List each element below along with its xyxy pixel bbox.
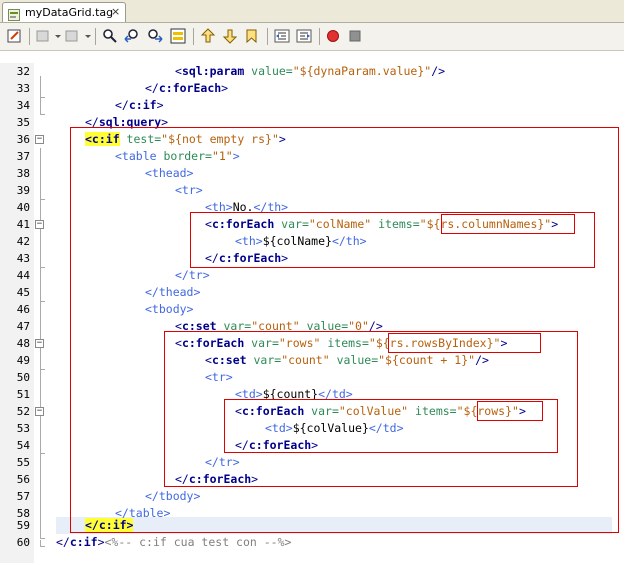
code-line-56: 56 </c:forEach> [16,472,259,486]
code-editor[interactable]: 32 <sql:param value="${dynaParam.value}"… [0,51,624,563]
code-line-40: 40 <th>No.</th> [16,200,289,214]
shift-left-icon[interactable] [273,27,291,45]
annotation-box-rows-loop [164,331,578,487]
fold-collapse-icon[interactable]: − [35,338,44,348]
toggle-bookmark-icon[interactable] [243,27,261,45]
line-number-gutter [0,63,34,563]
code-line-32: 32 <sql:param value="${dynaParam.value}"… [16,64,446,78]
fold-collapse-icon[interactable]: − [35,134,44,144]
annotation-box-cif [70,127,619,533]
fold-collapse-icon[interactable]: − [35,219,44,229]
back-icon[interactable] [34,27,52,45]
code-line-44: 44 </tr> [16,268,210,282]
tab-mydatagrid-tag[interactable]: myDataGrid.tag × [2,2,126,22]
code-line-48: 48 − <c:forEach var="rows" items="${rs.r… [16,336,508,350]
code-line-35: 35 </sql:query> [16,115,169,129]
code-line-47: 47 <c:set var="count" value="0"/> [16,319,383,333]
code-line-60: 60 </c:if><%-- c:if cua test con --%> [16,535,292,549]
start-macro-icon[interactable] [324,27,342,45]
code-line-45: 45 </thead> [16,285,201,299]
code-line-57: 57 </tbody> [16,489,201,503]
code-line-41: 41 − <c:forEach var="colName" items="${r… [16,217,559,231]
find-icon[interactable] [101,27,119,45]
code-line-36: 36 − <c:if test="${not empty rs}"> [16,132,286,146]
code-line-52: 52 − <c:forEach var="colValue" items="${… [16,404,526,418]
code-line-55: 55 </tr> [16,455,240,469]
shift-right-icon[interactable] [295,27,313,45]
tab-title: myDataGrid.tag [25,6,114,19]
tag-file-icon [8,6,20,21]
toggle-highlight-icon[interactable] [169,27,187,45]
code-line-54: 54 </c:forEach> [16,438,319,452]
close-icon[interactable]: × [111,5,121,18]
code-line-51: 51 <td>${count}</td> [16,387,353,401]
code-line-38: 38 <thead> [16,166,194,180]
code-line-49: 49 <c:set var="count" value="${count + 1… [16,353,489,367]
annotation-box-rowsbyindex [388,333,541,353]
fold-collapse-icon[interactable]: − [35,406,44,416]
code-line-37: 37 <table border="1"> [16,149,240,163]
stop-macro-icon[interactable] [346,27,364,45]
last-edit-icon[interactable] [6,27,24,45]
annotation-box-columnnames [441,214,575,234]
previous-bookmark-icon[interactable] [199,27,217,45]
editor-tab-bar: myDataGrid.tag × [0,0,624,23]
code-line-43: 43 </c:forEach> [16,251,289,265]
code-line-34: 34 </c:if> [16,98,164,112]
code-line-53: 53 <td>${colValue}</td> [16,421,404,435]
editor-toolbar [0,23,624,51]
annotation-box-rows [477,401,543,421]
find-next-icon[interactable] [146,27,164,45]
code-line-50: 50 <tr> [16,370,233,384]
code-line-33: 33 </c:forEach> [16,81,229,95]
code-line-59: 59 </c:if> [16,518,134,532]
code-line-46: 46 <tbody> [16,302,194,316]
forward-icon[interactable] [63,27,81,45]
code-line-58: 58 </table> [16,506,171,520]
current-line-highlight [56,517,612,534]
annotation-box-colname-loop [190,212,595,268]
code-line-42: 42 <th>${colName}</th> [16,234,367,248]
find-previous-icon[interactable] [123,27,141,45]
annotation-box-colvalue-loop [224,399,558,453]
next-bookmark-icon[interactable] [221,27,239,45]
code-line-39: 39 <tr> [16,183,203,197]
